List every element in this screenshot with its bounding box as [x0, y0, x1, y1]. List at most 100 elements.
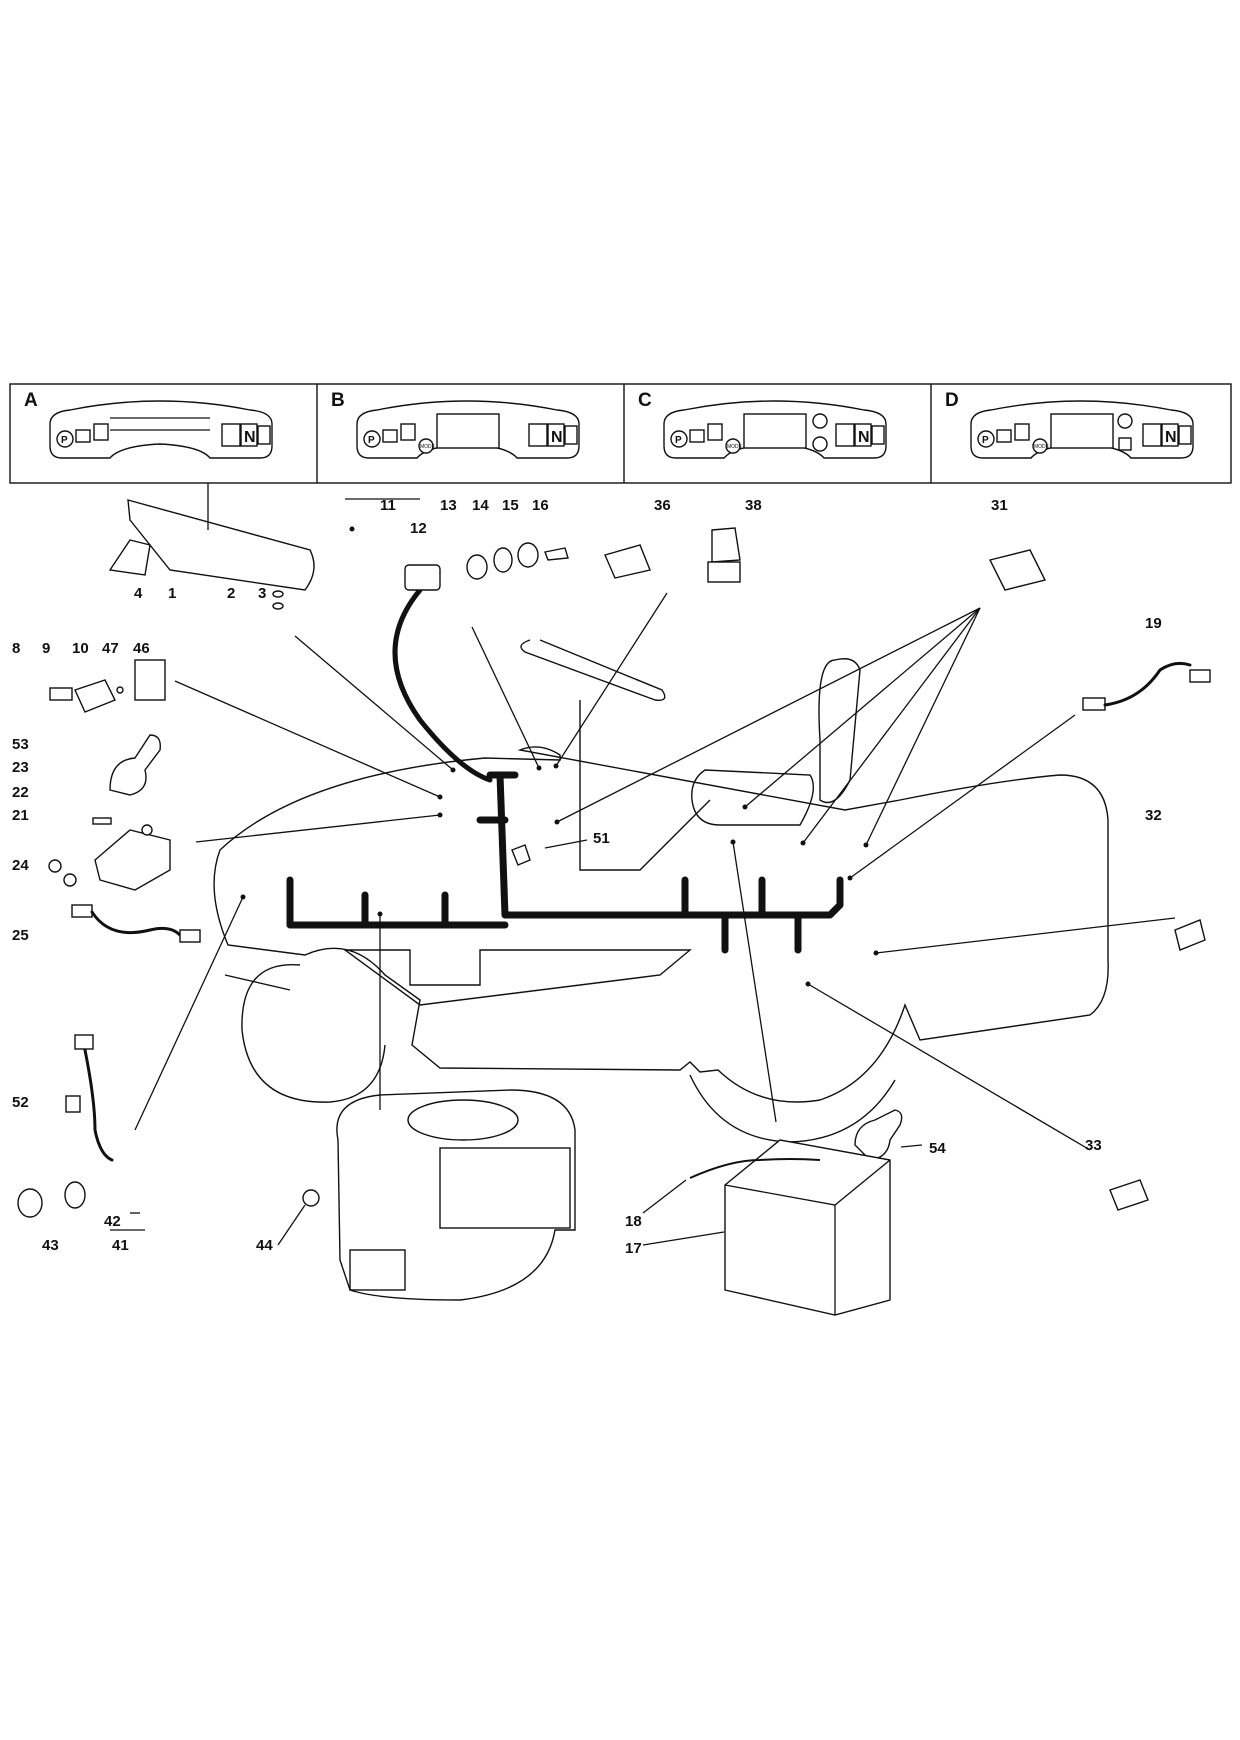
part-17-battery — [724, 1139, 891, 1316]
part-32-switch — [1174, 919, 1206, 951]
variant-b: B P MODE N — [331, 390, 580, 459]
battery-icon — [257, 425, 271, 445]
arrow-down-icon — [812, 436, 828, 452]
steering-wheel-outline — [520, 639, 666, 701]
part-31-switch — [988, 549, 1047, 591]
blades-icon — [1014, 423, 1030, 441]
neutral-box — [547, 423, 565, 447]
part-25-connector-b — [179, 929, 201, 943]
part-53-boot — [109, 734, 161, 796]
label-part-9: 9 — [42, 640, 50, 657]
neutral-box — [240, 423, 258, 447]
seat-icon — [528, 423, 548, 447]
part-42-socket — [64, 1181, 86, 1209]
part-22-screw — [92, 817, 112, 825]
seat-back-outline — [818, 658, 861, 804]
part-23-nut — [141, 824, 153, 836]
neutral-indicator-label: N — [858, 429, 870, 446]
parking-indicator-icon — [56, 430, 74, 448]
part-14-washer — [493, 547, 513, 573]
label-part-2: 2 — [227, 585, 235, 602]
fuel-icon — [75, 429, 91, 443]
label-part-1: 1 — [168, 585, 176, 602]
seat-icon — [221, 423, 241, 447]
parking-symbol: P — [61, 435, 68, 446]
part-21-solenoid — [94, 829, 171, 891]
neutral-indicator-label: N — [244, 429, 256, 446]
tractor-body-outline — [213, 639, 1109, 1143]
part-36-switch — [604, 544, 651, 579]
neutral-indicator-label: N — [1165, 429, 1177, 446]
label-part-41: 41 — [112, 1237, 129, 1254]
part-19-connector-b — [1189, 669, 1211, 683]
part-33-switch — [1109, 1179, 1149, 1211]
blades-icon — [400, 423, 416, 441]
label-part-54: 54 — [929, 1140, 946, 1157]
label-part-19: 19 — [1145, 615, 1162, 632]
chassis-frame-outline — [342, 949, 692, 1006]
seat-icon — [1142, 423, 1162, 447]
battery-icon — [1178, 425, 1192, 445]
mode-button-label: MODE — [1034, 444, 1050, 450]
dashboard-variants-panel: A P N B P MODE N — [9, 383, 1232, 484]
part-46-connector — [134, 659, 166, 701]
label-part-18: 18 — [625, 1213, 642, 1230]
variant-letter: C — [638, 390, 652, 411]
fuel-icon — [382, 429, 398, 443]
engine-block — [439, 1147, 571, 1229]
fuel-icon — [996, 429, 1012, 443]
label-part-31: 31 — [991, 497, 1008, 514]
variant-c: C P MODE N — [638, 390, 887, 459]
label-part-16: 16 — [532, 497, 549, 514]
lcd-display — [1050, 413, 1114, 449]
label-part-24: 24 — [12, 857, 29, 874]
parking-indicator-icon — [977, 430, 995, 448]
wiring-harness — [286, 587, 844, 954]
neutral-box — [854, 423, 872, 447]
rear-wheel-outline — [241, 964, 386, 1103]
mode-button — [1032, 438, 1048, 454]
label-part-36: 36 — [654, 497, 671, 514]
variant-d: D P MODE N — [945, 390, 1194, 459]
blades-icon — [93, 423, 109, 441]
label-part-12: 12 — [410, 520, 427, 537]
part-16-key — [544, 547, 569, 561]
part-2-washer — [272, 590, 284, 598]
part-4-bracket — [108, 539, 151, 576]
part-38-button — [711, 527, 741, 563]
part-3-nut — [272, 602, 284, 610]
label-part-53: 53 — [12, 736, 29, 753]
engine-air-filter — [407, 1099, 519, 1141]
steering-column-outline — [579, 700, 711, 871]
label-part-17: 17 — [625, 1240, 642, 1257]
part-47-screw — [116, 686, 124, 694]
label-part-22: 22 — [12, 784, 29, 801]
variant-a: A P N — [24, 390, 273, 459]
part-9-relay — [74, 679, 116, 713]
label-part-4: 4 — [134, 585, 143, 602]
leader-dots — [240, 526, 879, 987]
label-part-23: 23 — [12, 759, 29, 776]
mode-button — [418, 438, 434, 454]
label-part-3: 3 — [258, 585, 266, 602]
parking-symbol: P — [675, 435, 682, 446]
neutral-box — [1161, 423, 1179, 447]
parking-indicator-icon — [670, 430, 688, 448]
label-part-14: 14 — [472, 497, 489, 514]
engine-shroud — [349, 1249, 406, 1291]
label-part-8: 8 — [12, 640, 20, 657]
part-41-connector — [74, 1034, 94, 1050]
part-24-nut — [48, 859, 62, 873]
part-54-boot — [854, 1109, 903, 1161]
part-12-ignition-switch — [404, 564, 441, 591]
part-43-bulb — [17, 1188, 43, 1218]
harness-left-branch — [286, 876, 509, 929]
parts — [17, 499, 1211, 1316]
label-part-47: 47 — [102, 640, 119, 657]
part-13-ring — [466, 554, 488, 580]
variant-letter: D — [945, 390, 959, 411]
part-52-clip — [65, 1095, 81, 1113]
battery-icon — [871, 425, 885, 445]
part-labels: 1 2 3 4 8 9 10 11 12 13 14 15 16 17 18 1… — [12, 497, 1162, 1257]
